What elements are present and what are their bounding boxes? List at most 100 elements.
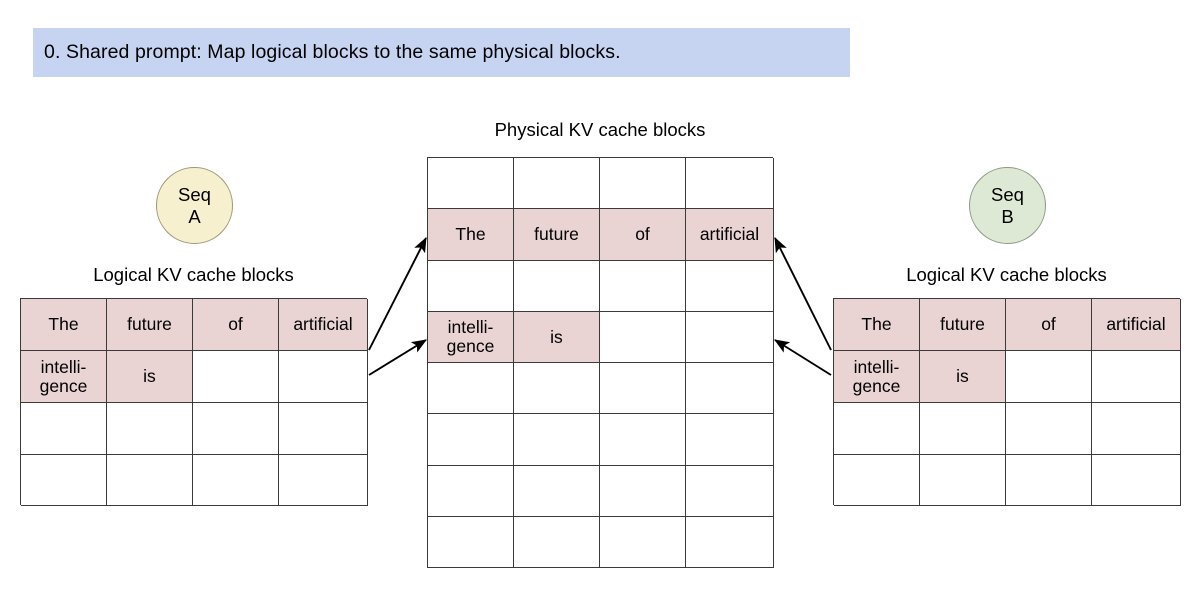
block-cell: artificial [686,209,774,261]
block-token: of [228,314,243,335]
block-cell: is [514,311,600,364]
block-cell [686,363,774,415]
block-token: of [635,224,650,244]
block-cell [1006,351,1092,403]
block-cell [193,403,279,455]
block-token: intelli-gence [852,356,901,396]
seq-b-badge: Seq B [969,167,1046,244]
arrow-seq-a-row1 [368,339,427,376]
block-cell [600,465,686,518]
block-cell [193,455,279,506]
block-cell [514,158,600,210]
seq-a-badge: Seq A [156,167,233,244]
block-cell [600,414,686,466]
block-cell: is [107,351,193,403]
block-cell [1006,403,1092,455]
block-cell: artificial [1092,299,1181,351]
block-cell [1092,403,1181,455]
block-cell: intelli-gence [21,351,107,403]
block-cell [834,403,920,455]
shared-prompt-banner: 0. Shared prompt: Map logical blocks to … [33,28,850,77]
block-cell [514,465,600,518]
block-cell [107,403,193,455]
seq-b-badge-line2: B [1001,205,1014,227]
block-token: artificial [293,314,353,335]
block-cell [193,351,279,403]
block-cell: intelli-gence [428,311,514,364]
seq-b-logical-blocks-caption: Logical KV cache blocks [906,264,1107,285]
block-cell: of [1006,299,1092,351]
seq-b-badge-line1: Seq [991,184,1024,206]
block-cell [686,414,774,466]
block-token: The [861,314,892,335]
block-cell [428,158,514,210]
block-token: intelli-gence [39,356,88,396]
block-cell [514,260,600,312]
block-cell: is [920,351,1006,403]
block-cell: future [920,299,1006,351]
seq-a-logical-grid: The future of artificial intelli-gence is [20,298,368,506]
block-cell [428,363,514,415]
block-cell [834,455,920,506]
arrow-seq-b-row0 [774,236,832,351]
block-cell [686,158,774,210]
arrow-seq-b-row1 [774,339,832,376]
block-cell: of [193,299,279,351]
block-cell [107,455,193,506]
block-token: The [455,224,486,244]
block-cell [686,517,774,569]
block-cell [279,403,368,455]
block-cell: of [600,209,686,261]
block-cell [1092,455,1181,506]
block-token: future [534,224,579,244]
block-cell [920,455,1006,506]
block-cell [600,363,686,415]
block-cell [428,465,514,518]
block-cell [21,455,107,506]
block-cell [428,517,514,569]
block-cell: intelli-gence [834,351,920,403]
block-cell [514,363,600,415]
block-cell [514,517,600,569]
block-cell [279,351,368,403]
block-cell [600,517,686,569]
block-cell [1092,351,1181,403]
block-cell: future [107,299,193,351]
physical-grid: The future of artificial intelli-gence is [427,157,774,569]
block-cell [686,311,774,364]
block-token: is [550,326,563,347]
block-cell [1006,455,1092,506]
seq-a-logical-blocks-caption: Logical KV cache blocks [93,264,294,285]
physical-blocks-caption: Physical KV cache blocks [494,119,706,140]
arrow-seq-a-row0 [368,236,427,351]
block-cell [514,414,600,466]
block-token: artificial [1106,314,1166,335]
block-cell [600,311,686,364]
seq-b-logical-grid: The future of artificial intelli-gence is [833,298,1181,506]
block-token: is [956,366,969,387]
block-cell: The [21,299,107,351]
block-token: of [1041,314,1056,335]
block-cell [600,158,686,210]
block-token: future [127,314,172,335]
block-token: artificial [699,224,760,244]
block-token: The [48,314,79,335]
shared-prompt-text: 0. Shared prompt: Map logical blocks to … [44,40,621,63]
block-token: intelli-gence [446,317,495,357]
block-cell: future [514,209,600,261]
block-token: future [940,314,985,335]
block-cell [686,465,774,518]
block-cell: The [834,299,920,351]
block-cell [600,260,686,312]
block-cell [279,455,368,506]
block-cell [686,260,774,312]
block-cell: The [428,209,514,261]
block-cell [428,260,514,312]
seq-a-badge-line1: Seq [178,184,211,206]
block-token: is [143,366,156,387]
block-cell: artificial [279,299,368,351]
block-cell [920,403,1006,455]
block-cell [428,414,514,466]
seq-a-badge-line2: A [188,205,201,227]
block-cell [21,403,107,455]
